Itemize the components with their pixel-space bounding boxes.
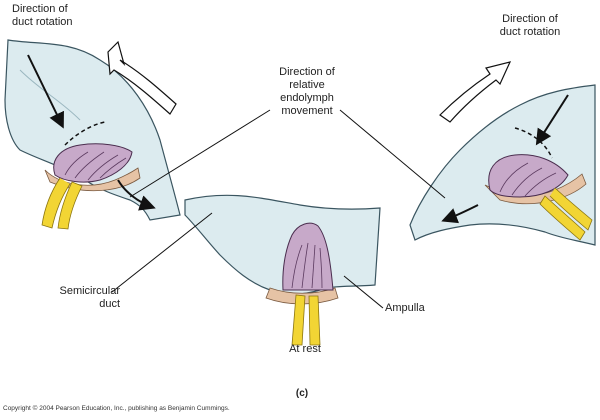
right-hair-cells (499, 162, 557, 197)
right-endolymph-arrow (441, 204, 479, 224)
right-cupula (488, 154, 569, 198)
label-at-rest: At rest (289, 343, 321, 355)
label-ampulla: Ampulla (385, 302, 425, 314)
left-duct-rotation-arrow (27, 54, 64, 129)
label-semicircular-duct: Semicircular duct (59, 285, 120, 310)
left-hair-cells (64, 151, 127, 181)
right-nerve (539, 187, 593, 241)
center-ampulla-rest (184, 194, 381, 346)
label-panel-letter: (c) (295, 388, 309, 399)
left-nerve (41, 177, 83, 230)
left-rotation-hollow-arrow (107, 40, 177, 115)
leader-ampulla (343, 275, 384, 309)
left-duct-shading (19, 69, 81, 121)
right-duct-rotation-arrow (535, 94, 569, 146)
copyright-notice: Copyright © 2004 Pearson Education, Inc.… (3, 405, 230, 412)
center-nerve (291, 294, 321, 346)
left-resting-position (64, 121, 106, 146)
left-ampulla-rotating (4, 39, 181, 230)
label-duct-rotation-left: Direction of duct rotation (12, 3, 73, 28)
left-cupula (53, 143, 133, 183)
leader-endolymph-right (339, 109, 446, 199)
leader-lines (111, 109, 446, 309)
center-hair-cells (291, 242, 323, 289)
label-endolymph-movement: Direction of relative endolymph movement (279, 66, 335, 117)
leader-endolymph-left (129, 109, 271, 198)
label-duct-rotation-right: Direction of duct rotation (499, 13, 561, 38)
leader-semicircular-duct (111, 212, 213, 293)
right-ampulla-rotating (409, 61, 596, 246)
center-cupula (282, 222, 334, 291)
left-endolymph-arrow (117, 179, 156, 211)
left-duct (4, 39, 181, 221)
right-rotation-hollow-arrow (439, 61, 512, 123)
